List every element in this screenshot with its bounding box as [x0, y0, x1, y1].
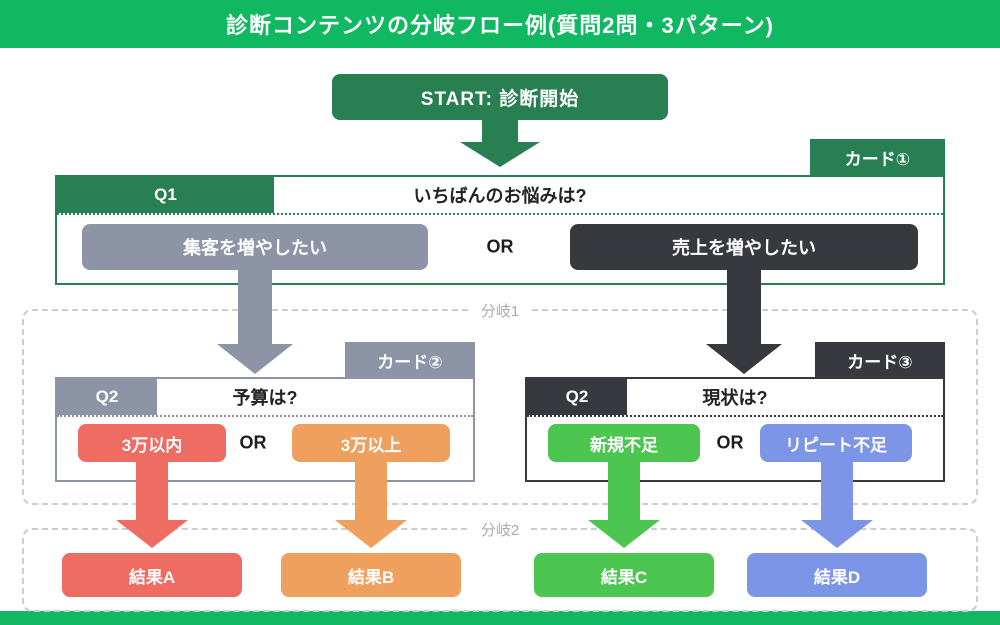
- arrow-stem: [355, 460, 387, 520]
- arrow-head: [116, 520, 188, 548]
- option-lack-repeat-customers-label: リピート不足: [785, 435, 887, 455]
- result-a-label: 結果A: [128, 567, 176, 587]
- arrow-head: [706, 344, 782, 374]
- branch-2-group: 分岐2: [22, 519, 978, 612]
- arrow-to-result-a-icon: [116, 460, 188, 548]
- option-budget-under-30k-label: 3万以内: [121, 435, 183, 455]
- result-b-node: 結果B: [281, 553, 461, 597]
- option-increase-sales-label: 売上を増やしたい: [672, 238, 816, 258]
- card-2-question-2-budget: Q2 予算は? 3万以内 OR 3万以上: [55, 377, 475, 482]
- or-separator-q1: OR: [486, 236, 514, 257]
- arrow-head: [335, 520, 407, 548]
- footer-green-bar: [0, 611, 1000, 625]
- arrow-stem: [136, 460, 168, 520]
- result-d-label: 結果D: [813, 567, 861, 587]
- arrow-head: [460, 142, 540, 167]
- card-1-header: Q1 いちばんのお悩みは?: [57, 177, 943, 215]
- option-increase-sales: 売上を増やしたい: [570, 224, 918, 270]
- option-budget-over-30k-label: 3万以上: [340, 435, 402, 455]
- card-1-tag: カード①: [810, 139, 945, 175]
- arrow-head: [217, 344, 293, 374]
- arrow-to-result-b-icon: [335, 460, 407, 548]
- q2-badge-left-label: Q2: [95, 387, 119, 406]
- option-lack-new-customers: 新規不足: [548, 424, 700, 462]
- arrow-to-result-d-icon: [801, 460, 873, 548]
- q2-badge-right: Q2: [527, 379, 627, 415]
- arrow-stem: [821, 460, 853, 520]
- card-3-tag-label: カード③: [847, 352, 913, 372]
- arrow-stem: [482, 119, 518, 142]
- branch-1-label: 分岐1: [470, 300, 530, 321]
- q2-budget-question-text: 予算は?: [232, 388, 298, 408]
- option-budget-under-30k: 3万以内: [78, 424, 226, 462]
- q2-status-question-text: 現状は?: [702, 388, 768, 408]
- page-title: 診断コンテンツの分岐フロー例(質問2問・3パターン): [225, 13, 775, 38]
- result-c-node: 結果C: [534, 553, 714, 597]
- q1-question-text: いちばんのお悩みは?: [413, 186, 587, 206]
- card-2-tag-label: カード②: [377, 352, 443, 372]
- result-a-node: 結果A: [62, 553, 242, 597]
- q2-badge-right-label: Q2: [565, 387, 589, 406]
- arrow-stem: [608, 460, 640, 520]
- result-b-label: 結果B: [347, 567, 395, 587]
- option-increase-customers: 集客を増やしたい: [82, 224, 428, 270]
- card-1-question-1: Q1 いちばんのお悩みは? 集客を増やしたい OR 売上を増やしたい: [55, 175, 945, 285]
- arrow-to-result-c-icon: [588, 460, 660, 548]
- arrow-head: [801, 520, 873, 548]
- or-separator-q2-budget: OR: [239, 432, 267, 453]
- card-1-tag-label: カード①: [844, 149, 911, 169]
- q2-badge-left: Q2: [57, 379, 157, 415]
- arrow-head: [588, 520, 660, 548]
- option-lack-repeat-customers: リピート不足: [760, 424, 912, 462]
- option-budget-over-30k: 3万以上: [292, 424, 450, 462]
- q1-badge-label: Q1: [154, 185, 177, 204]
- branch-2-label: 分岐2: [470, 519, 530, 540]
- arrow-sales-branch-icon: [706, 266, 782, 374]
- q1-badge: Q1: [57, 177, 274, 213]
- or-separator-q2-status: OR: [716, 432, 744, 453]
- card-3-question-2-status: Q2 現状は? 新規不足 OR リピート不足: [525, 377, 945, 482]
- title-banner: 診断コンテンツの分岐フロー例(質問2問・3パターン): [0, 0, 1000, 48]
- arrow-customers-branch-icon: [217, 266, 293, 374]
- card-3-tag: カード③: [815, 342, 945, 378]
- card-2-tag: カード②: [345, 342, 475, 378]
- start-label: START: 診断開始: [420, 88, 580, 110]
- result-c-label: 結果C: [600, 567, 648, 587]
- branch-1-group: 分岐1: [22, 300, 978, 505]
- result-d-node: 結果D: [747, 553, 927, 597]
- option-lack-new-customers-label: 新規不足: [590, 435, 658, 455]
- arrow-stem: [727, 266, 761, 344]
- arrow-start-down-icon: [460, 119, 540, 167]
- arrow-stem: [238, 266, 272, 344]
- card-2-header: Q2 予算は?: [57, 379, 473, 417]
- start-node: START: 診断開始: [332, 74, 668, 120]
- card-3-header: Q2 現状は?: [527, 379, 943, 417]
- option-increase-customers-label: 集客を増やしたい: [183, 238, 327, 258]
